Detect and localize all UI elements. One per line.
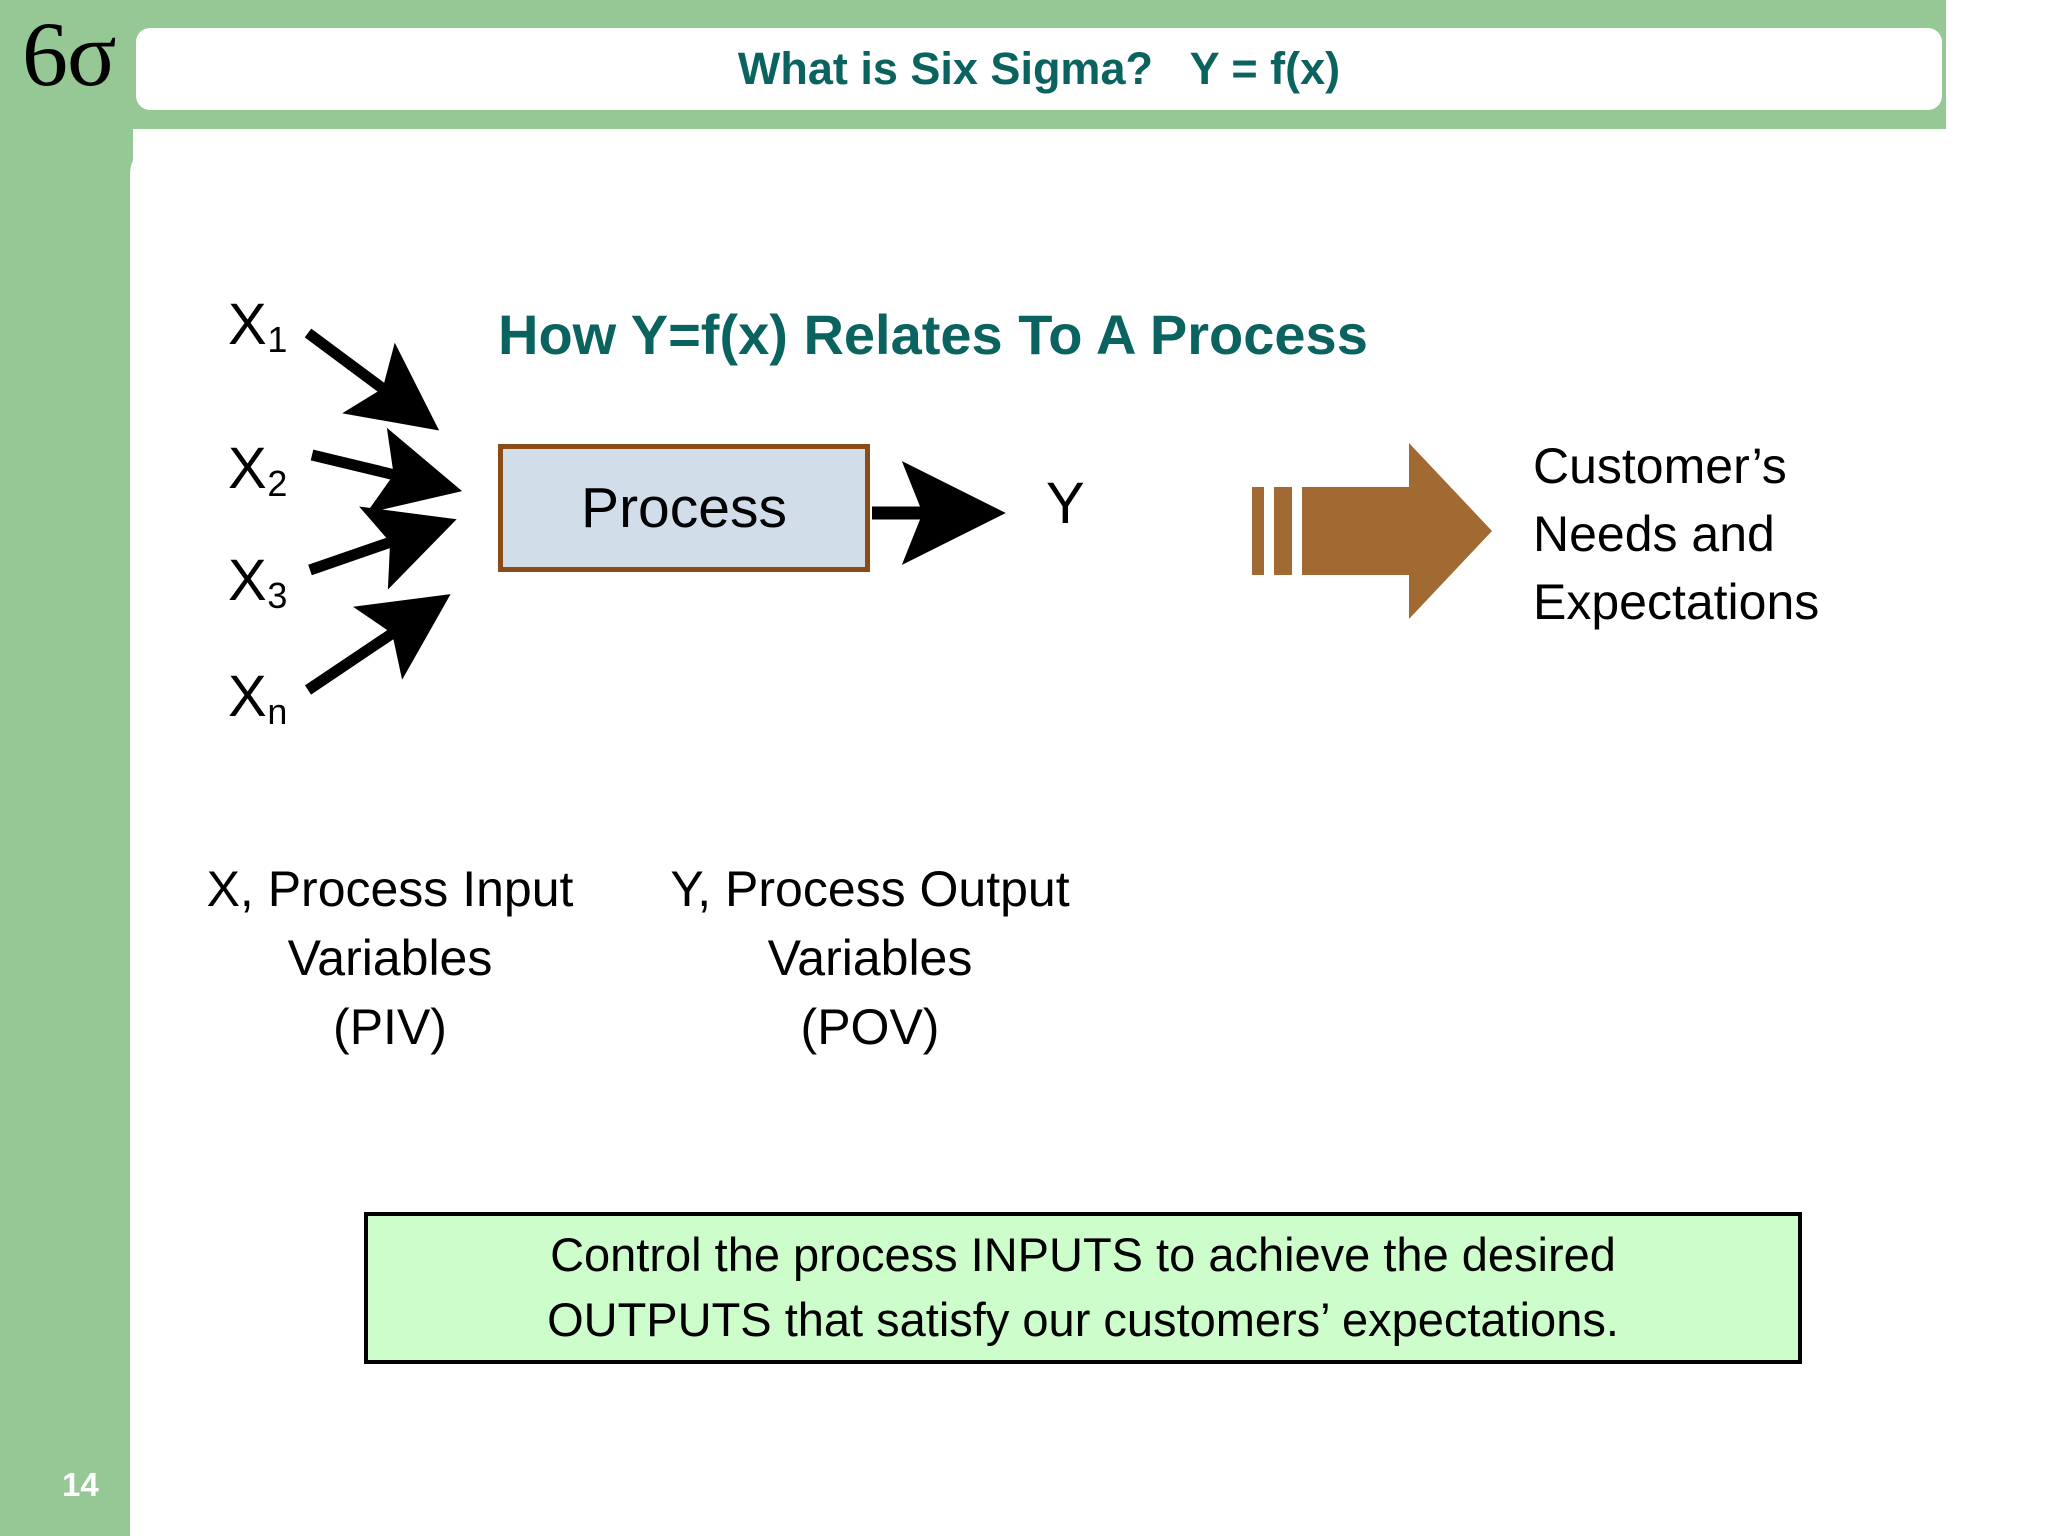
subscript-n: n <box>267 690 288 732</box>
output-label-y: Y <box>1046 471 1085 536</box>
input-variable-x2: X2 <box>228 436 288 504</box>
input-variable-x3: X3 <box>228 548 288 616</box>
six-sigma-logo: 6σ <box>22 3 117 105</box>
caption-piv-line-1: X, Process Input <box>206 861 574 917</box>
input-variable-xn: Xn <box>228 664 288 732</box>
caption-pov-line-3: (POV) <box>800 999 940 1055</box>
title-plate <box>136 28 1942 110</box>
process-box: Process <box>498 444 870 572</box>
process-box-label: Process <box>581 476 787 540</box>
input-variable-x1: X1 <box>228 292 288 360</box>
subscript-3: 3 <box>267 574 288 616</box>
callout-line-2: OUTPUTS that satisfy our customers’ expe… <box>547 1293 1619 1346</box>
customer-needs-line-2: Needs and <box>1533 506 1775 562</box>
caption-process-output-variables: Y, Process Output Variables (POV) <box>640 855 1100 1062</box>
subscript-1: 1 <box>267 318 288 360</box>
customer-needs-line-3: Expectations <box>1533 574 1820 630</box>
key-message-callout: Control the process INPUTS to achieve th… <box>364 1212 1802 1364</box>
caption-pov-line-1: Y, Process Output <box>670 861 1070 917</box>
section-heading: How Y=f(x) Relates To A Process <box>498 303 1368 366</box>
subscript-2: 2 <box>267 462 288 504</box>
page-number: 14 <box>62 1466 99 1503</box>
green-left-band <box>0 0 133 1536</box>
caption-piv-line-2: Variables <box>287 930 493 986</box>
caption-process-input-variables: X, Process Input Variables (PIV) <box>160 855 620 1062</box>
caption-piv-line-3: (PIV) <box>333 999 447 1055</box>
slide-title: What is Six Sigma? Y = f(x) <box>737 43 1341 94</box>
customer-needs-text: Customer’s Needs and Expectations <box>1533 432 1933 636</box>
caption-pov-line-2: Variables <box>767 930 973 986</box>
callout-line-1: Control the process INPUTS to achieve th… <box>550 1228 1616 1282</box>
customer-needs-line-1: Customer’s <box>1533 438 1787 494</box>
